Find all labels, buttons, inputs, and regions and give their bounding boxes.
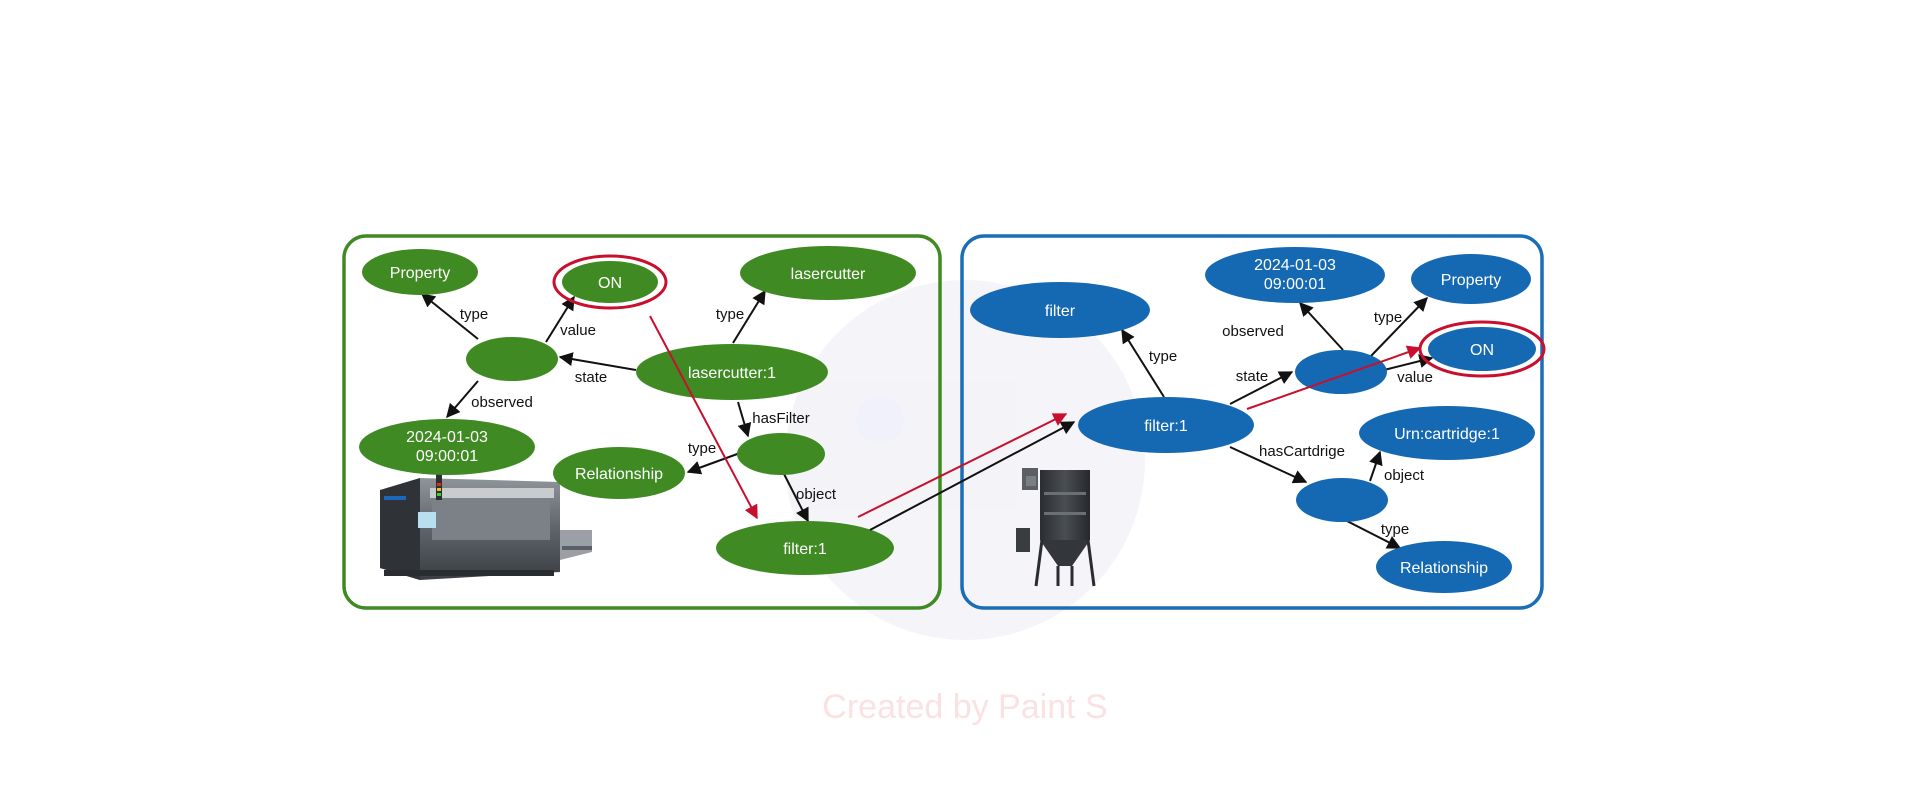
edge-label-observed: observed [471,394,533,411]
node-property [362,249,478,295]
laser-cutter-machine-image [380,474,592,580]
edge-object [783,473,809,523]
node-relationship-blank [737,433,825,475]
node-relationship-label: Relationship [1400,560,1488,577]
watermark-text: Created by Paint S [822,688,1107,726]
edge-label-type-filter: type [1149,348,1177,365]
edge-value [545,295,575,343]
red-arrow-filter-to-on [1246,345,1422,410]
node-on-label: ON [598,275,622,292]
edge-label-object: object [796,486,837,503]
node-filter1-label: filter:1 [783,541,827,558]
node-filter [970,282,1150,338]
node-date [359,419,535,475]
node-on [562,261,658,303]
node-relationship-label: Relationship [575,466,663,483]
filter-unit-machine-image [1016,468,1096,587]
node-date-line2: 09:00:01 [416,448,478,465]
node-date-line1: 2024-01-03 [406,429,488,446]
node-filter1-label: filter:1 [1144,418,1188,435]
edge-label-observed: observed [1222,323,1284,340]
edge-hasFilter [737,401,752,438]
node-lasercutter1 [636,344,828,400]
node-state-blank [466,337,558,381]
node-filter1 [716,521,894,575]
node-property [1411,254,1531,304]
edge-label-type-relationship: type [688,440,716,457]
node-filter-label: filter [1045,303,1076,320]
edge-label-value: value [1397,369,1433,386]
edge-label-type-property: type [1374,309,1402,326]
left-edges [420,289,809,523]
edge-object [1369,450,1383,482]
red-arrow-on-to-filter [649,315,758,520]
edge-label-type-relationship: type [1381,521,1409,538]
edge-type-relationship [686,452,741,475]
node-cartridge [1359,406,1535,460]
edge-label-state: state [1236,368,1269,385]
node-on-label: ON [1470,342,1494,359]
right-nodes: filter 2024-01-03 09:00:01 Property ON f… [970,247,1546,593]
edge-type-property [1370,296,1428,357]
node-filter1 [1078,397,1254,453]
node-date-line1: 2024-01-03 [1254,257,1336,274]
edge-type-lasercutter [732,289,766,344]
node-lasercutter [740,246,916,300]
red-highlight-arrows [649,315,1422,520]
node-lasercutter1-label: lasercutter:1 [688,365,776,382]
edge-hasCartdrige [1229,446,1308,484]
edge-type-filter [1121,328,1165,398]
node-property-label: Property [1441,272,1501,289]
edge-label-type-property: type [460,306,488,323]
edge-label-value: value [560,322,596,339]
edge-observed [446,380,479,419]
edge-state [558,352,637,371]
edge-observed [1299,301,1344,351]
highlight-ring-on [552,254,668,310]
node-relationship [553,447,685,499]
right-panel-border [960,234,1544,610]
node-date [1205,247,1385,303]
node-on [1428,327,1536,371]
red-arrow-filter-to-filter [857,413,1068,518]
node-relationship-blank [1296,478,1388,522]
edge-label-hasFilter: hasFilter [752,410,810,427]
edge-type-property [420,293,479,340]
edge-label-state: state [575,369,608,386]
left-nodes: Property ON lasercutter lasercutter:1 20… [359,246,916,575]
edge-label-type-lasercutter: type [716,306,744,323]
left-panel-border [342,234,942,610]
node-property-label: Property [390,265,450,282]
node-lasercutter-label: lasercutter [791,266,866,283]
edge-label-object: object [1384,467,1425,484]
right-edges [1121,296,1434,549]
edge-type-relationship [1344,519,1402,549]
edge-state [1229,371,1294,405]
node-cartridge-label: Urn:cartridge:1 [1394,426,1500,443]
edge-label-hasCartdrige: hasCartdrige [1259,443,1345,460]
edge-cross-filter-link [869,421,1076,531]
node-relationship [1376,541,1512,593]
node-date-line2: 09:00:01 [1264,276,1326,293]
